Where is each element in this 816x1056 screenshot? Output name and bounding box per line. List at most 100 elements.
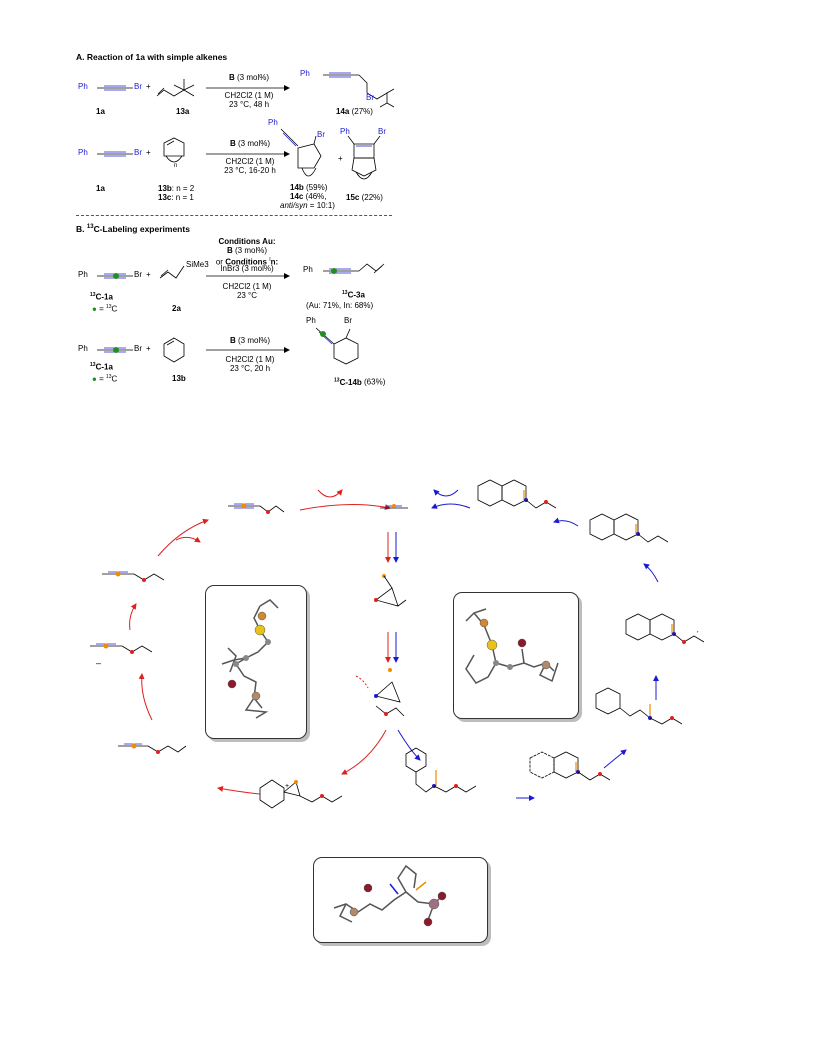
legend-c: C: [111, 304, 118, 314]
b2-catalyst: B (3 mol%): [210, 336, 290, 346]
a1-catalyst: B (3 mol%): [214, 73, 284, 83]
reaction-b2-graphic: [97, 327, 359, 365]
label-13c-name: 13c: [158, 193, 172, 202]
label-2a: 2a: [172, 304, 181, 313]
label-13c-1a-2-name: C-1a: [95, 362, 113, 372]
label-13c-1a: 13C-1a: [90, 292, 113, 302]
b1-tms: SiMe3: [186, 260, 209, 269]
label-1a-2: 1a: [96, 184, 105, 193]
reaction-b2: Ph Br + Ph Br: [76, 316, 396, 380]
section-b-title: B. 13C-Labeling experiments: [76, 224, 190, 234]
intermediate-open-chain: [595, 687, 683, 725]
b1-prod-ph: Ph: [303, 265, 313, 274]
b1-c3: or: [215, 257, 226, 267]
label-13b-name: 13b: [158, 184, 172, 193]
b1-br: Br: [134, 270, 142, 279]
label-13b-rest: : n = 2: [171, 184, 195, 193]
xray-structure-right: [465, 608, 559, 684]
b2-cat: B: [229, 336, 236, 345]
b2-solvent: CH2Cl2 (1 M): [225, 355, 275, 364]
legend-c-2: C: [111, 374, 118, 384]
xray-structure-left: [221, 599, 279, 719]
b2-prod-ph: Ph: [306, 316, 316, 325]
a2-ph: Ph: [78, 148, 88, 157]
ratio-value: = 10:1): [307, 201, 335, 210]
label-14b: 14b (59%): [290, 183, 327, 192]
a2-prod-ph: Ph: [268, 118, 278, 127]
a2-cat: B: [229, 139, 236, 148]
b2-temp: 23 °C, 20 h: [229, 364, 271, 373]
label-13c: 13c: n = 1: [158, 193, 194, 202]
section-b-sup: 13: [86, 224, 94, 231]
label-13c-14b-sup: 13: [334, 377, 340, 383]
a1-temp: 23 °C, 48 h: [228, 100, 270, 109]
a1-plus: +: [146, 82, 151, 91]
b1-cond-cat: B (3 mol%): [205, 246, 289, 256]
b1-plus: +: [146, 270, 151, 279]
xray-panel-right: [453, 592, 579, 719]
reaction-a1-graphic: [97, 72, 395, 108]
a2-plus2: +: [338, 154, 343, 163]
legend-sup: 13: [105, 304, 112, 310]
intermediate-left-bottom: [118, 743, 187, 754]
label-14c: 14c (46%,: [290, 192, 326, 201]
catalytic-cycle: + – ˊ: [60, 470, 760, 830]
intermediate-dihydroisoquinoline-mid: [625, 613, 705, 644]
b1-cond-inbr3: InBr3 (3 mol%): [220, 264, 274, 273]
label-13c-14b: 13C-14b (63%): [334, 377, 385, 387]
section-divider: [76, 215, 392, 216]
label-14c-yield: (46%,: [303, 192, 327, 201]
xray-panel-left: [205, 585, 307, 739]
intermediate-aryl-chain: [405, 747, 477, 793]
label-13c-1a-2-sup: 13: [90, 362, 96, 368]
label-13c-3a-sup: 13: [342, 290, 348, 296]
legend-sup-2: 13: [105, 374, 112, 380]
legend-dot: ●: [92, 304, 97, 314]
a1-prod-ph: Ph: [300, 69, 310, 78]
label-14c-ratio: anti/syn = 10:1): [280, 201, 335, 210]
xray-structure-bottom: [333, 864, 447, 927]
a2-catalyst: B (3 mol%): [210, 139, 290, 149]
a1-cat: B: [228, 73, 235, 82]
b1-solvent: CH2Cl2 (1 M): [222, 282, 272, 291]
label-14a-name: 14a: [336, 107, 350, 116]
a2-br: Br: [134, 148, 142, 157]
reaction-b1: Ph Br + SiMe3 Ph: [76, 240, 396, 320]
label-13c-14b-yield: (63%): [361, 377, 386, 387]
intermediate-left-middle: [90, 643, 153, 654]
b1-cond-title: Conditions Au:: [205, 237, 289, 247]
label-14a-yield: (27%): [349, 107, 373, 116]
label-14c-name: 14c: [290, 192, 304, 201]
b1-ph: Ph: [78, 270, 88, 279]
intermediate-top-center: [380, 504, 408, 509]
label-13c-14b-name: C-14b: [339, 377, 362, 387]
tick-mark: ˊ: [696, 630, 699, 640]
label-14b-name: 14b: [290, 183, 304, 192]
b1-temp: 23 °C: [236, 291, 258, 300]
label-1a: 1a: [96, 107, 105, 116]
reaction-b1-graphic: [97, 263, 385, 279]
label-13c-3a-yield: (Au: 71%, In: 68%): [306, 301, 374, 310]
b2-plus: +: [146, 344, 151, 353]
label-13b: 13b: n = 2: [158, 184, 194, 193]
label-13a: 13a: [176, 107, 190, 116]
intermediate-left-top: [102, 571, 165, 582]
section-b-rest: C-Labeling experiments: [93, 224, 190, 234]
intermediate-cyclopropyl: [374, 574, 407, 607]
b2-prod-br: Br: [344, 316, 352, 325]
a1-br: Br: [134, 82, 142, 91]
legend-13c: ● = 13C: [92, 304, 117, 314]
ratio-anti-syn: anti/syn: [280, 201, 308, 210]
label-13c-1a-2: 13C-1a: [90, 362, 113, 372]
intermediate-phenonium: [259, 779, 343, 809]
b1-c1: Conditions Au:: [218, 237, 276, 246]
anion-minus: –: [96, 658, 102, 668]
a1-cat-rest: (3 mol%): [234, 73, 269, 82]
cycle-graphic: [90, 479, 705, 809]
reaction-a2-graphic: [97, 128, 381, 180]
intermediate-bicyclic-cation: [529, 751, 611, 781]
a2-cat-rest: (3 mol%): [235, 139, 270, 148]
a2-prod-br: Br: [317, 130, 325, 139]
a2-n: n: [174, 163, 178, 169]
b1-c3-b: Conditions: [225, 257, 270, 267]
